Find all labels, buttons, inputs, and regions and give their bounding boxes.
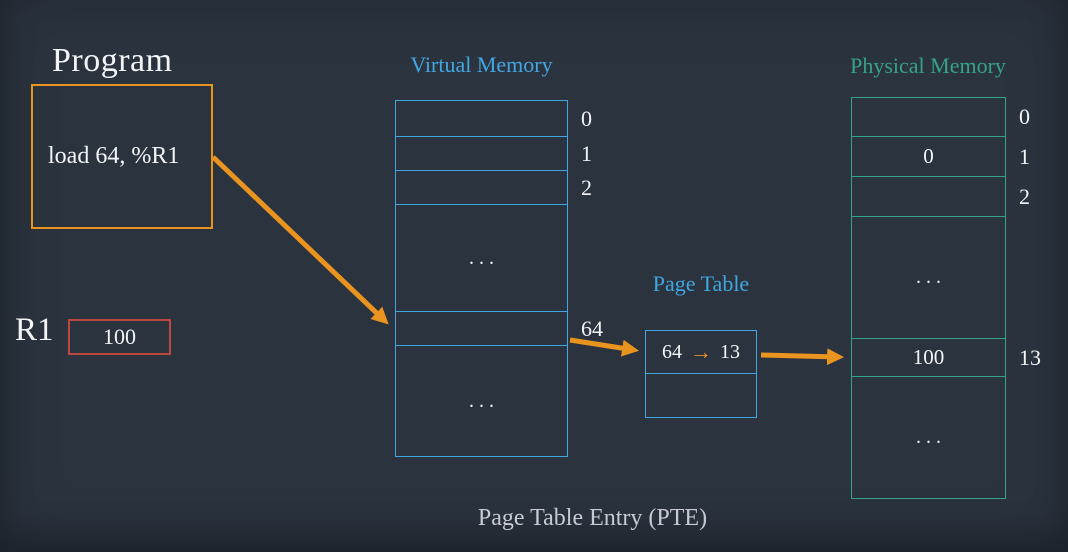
page-table-box: 64 → 13 xyxy=(645,330,757,418)
physical-memory-table: 0 0 1 2 ... 100 13 ... xyxy=(851,97,1041,499)
virtual-memory-table: 0 1 2 ... 64 ... xyxy=(395,100,603,457)
vm-ellipsis-top: ... xyxy=(469,246,499,269)
register-value-box: 100 xyxy=(68,319,171,355)
program-box: load 64, %R1 xyxy=(31,84,213,229)
pm-row-0: 0 xyxy=(852,98,1030,136)
pm-row-2-label: 2 xyxy=(1019,183,1030,209)
pm-row-1-content: 0 xyxy=(923,144,934,168)
vm-row-1-label: 1 xyxy=(581,140,592,166)
pm-row-13: 100 13 xyxy=(852,338,1041,376)
vm-row-2-label: 2 xyxy=(581,174,592,200)
vm-row-1: 1 xyxy=(396,136,592,170)
vm-row-64: 64 xyxy=(396,311,603,345)
pm-row-1-label: 1 xyxy=(1019,143,1030,169)
page-table-empty-row xyxy=(646,373,756,417)
vm-row-0-label: 0 xyxy=(581,105,592,131)
pte-mapping-arrow-icon: → xyxy=(690,339,712,364)
vm-row-ellipsis-top: ... xyxy=(396,204,567,311)
pm-row-13-label: 13 xyxy=(1019,344,1041,370)
pm-row-ellipsis-bottom: ... xyxy=(852,376,1005,498)
physical-memory-title: Physical Memory xyxy=(850,53,1006,78)
vm-row-2: 2 xyxy=(396,170,592,204)
page-table-entry-row: 64 → 13 xyxy=(646,331,756,373)
program-title: Program xyxy=(52,42,173,79)
pte-physical-frame: 13 xyxy=(720,340,740,363)
program-instruction: load 64, %R1 xyxy=(48,143,180,169)
pm-row-ellipsis-top: ... xyxy=(852,216,1005,338)
register-name: R1 xyxy=(15,312,54,348)
arrow-virtual-memory-to-page-table xyxy=(569,337,640,357)
pm-row-0-label: 0 xyxy=(1019,104,1030,129)
register-value: 100 xyxy=(103,324,136,349)
arrow-program-to-virtual-memory xyxy=(211,155,389,325)
virtual-memory-title: Virtual Memory xyxy=(410,52,553,77)
slide-caption: Page Table Entry (PTE) xyxy=(477,505,708,531)
pm-row-13-content: 100 xyxy=(912,345,945,369)
page-table-title: Page Table xyxy=(652,271,750,296)
vm-row-64-label: 64 xyxy=(581,315,603,341)
pm-ellipsis-bottom: ... xyxy=(916,426,946,448)
pm-row-2: 2 xyxy=(852,176,1030,216)
pte-virtual-page: 64 xyxy=(662,340,682,363)
pm-ellipsis-top: ... xyxy=(916,266,946,288)
arrow-page-table-to-physical-memory xyxy=(760,348,845,366)
vm-row-ellipsis-bottom: ... xyxy=(396,345,567,456)
vm-row-0: 0 xyxy=(396,101,592,136)
vm-ellipsis-bottom: ... xyxy=(469,389,499,412)
pm-row-1: 0 1 xyxy=(852,136,1030,176)
